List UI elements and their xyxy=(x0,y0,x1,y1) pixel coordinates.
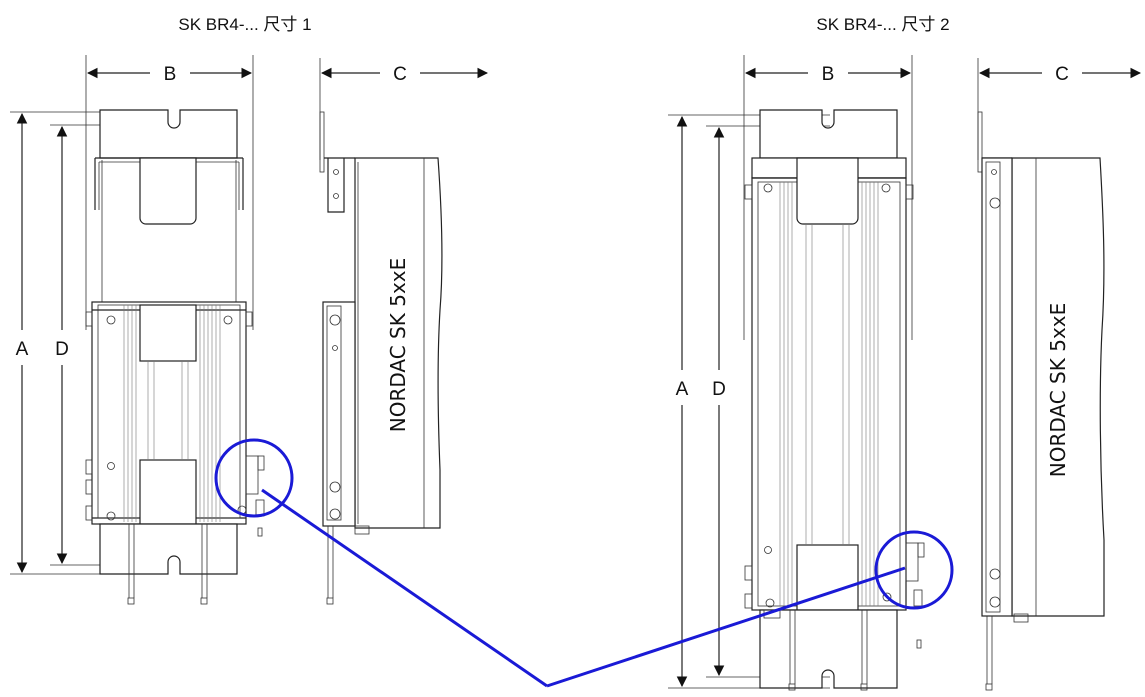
size1-dim-a-label: A xyxy=(16,339,29,360)
callout-line-size1 xyxy=(261,488,548,688)
size1-title: SK BR4-... 尺寸 1 xyxy=(178,15,311,34)
size2-product-label: NORDAC SK 5xxE xyxy=(1046,303,1070,478)
size1-side-view: NORDAC SK 5xxE xyxy=(319,111,443,605)
size2-group: SK BR4-... 尺寸 2 B A D xyxy=(668,15,1142,691)
size2-dim-a: A xyxy=(668,114,830,689)
size2-dim-c-label: C xyxy=(1055,64,1069,85)
size1-dim-b-label: B xyxy=(164,64,177,85)
size1-detail-circle xyxy=(214,438,294,518)
size2-dim-b-label: B xyxy=(822,64,835,85)
size2-dim-c: C xyxy=(977,58,1142,160)
size1-product-label: NORDAC SK 5xxE xyxy=(386,258,410,433)
size1-dim-d-label: D xyxy=(55,339,69,360)
size2-dim-a-label: A xyxy=(676,379,689,400)
size2-dim-d-label: D xyxy=(712,379,726,400)
size1-dim-c-label: C xyxy=(393,64,407,85)
size1-dim-c: C xyxy=(319,58,489,160)
size1-dim-b: B xyxy=(85,55,254,330)
size1-front-view xyxy=(85,109,265,605)
size2-detail-circle xyxy=(874,530,954,610)
size1-group: SK BR4-... 尺寸 1 B A D xyxy=(10,15,489,605)
size2-side-view: NORDAC SK 5xxE xyxy=(977,111,1105,691)
callout-line-size2 xyxy=(546,566,906,688)
size2-title: SK BR4-... 尺寸 2 xyxy=(816,15,949,34)
size2-front-view xyxy=(744,109,925,691)
size2-dim-b: B xyxy=(743,55,913,340)
